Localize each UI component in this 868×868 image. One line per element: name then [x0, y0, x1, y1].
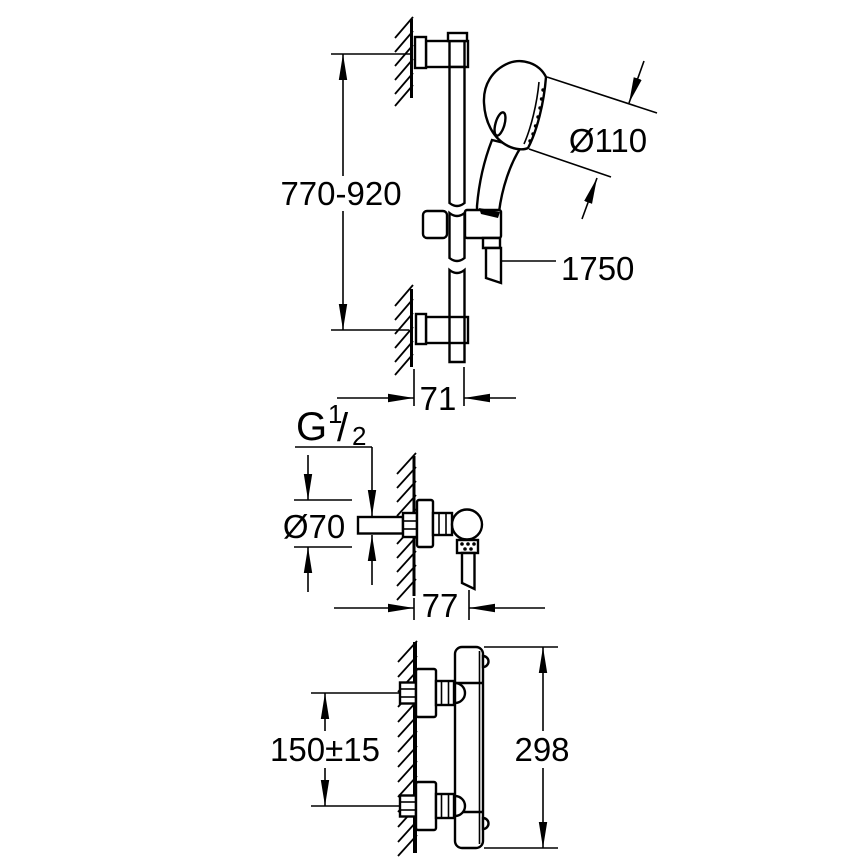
knurl-dot: [460, 542, 464, 546]
nozzle-dot: [541, 88, 545, 92]
dimension-rail-offset: 71: [337, 367, 516, 417]
shower-rail-set-figure: 770-920 Ø110 1750 71: [280, 16, 658, 417]
dimension-arrow: [628, 60, 645, 104]
dimension-arrow: [581, 177, 598, 220]
slider-knob: [421, 209, 449, 240]
nozzle-dot: [539, 97, 544, 101]
rail-top-cap: [446, 31, 469, 43]
spray-face-inner-line: [523, 81, 540, 145]
top-bracket-flange: [413, 35, 428, 70]
hose-collar: [481, 236, 502, 250]
thread-label-sub: 2: [352, 421, 366, 451]
nozzle-dot: [531, 132, 535, 136]
hand-shower-head: [482, 59, 548, 151]
nozzle-dot: [536, 115, 540, 119]
knurl-dot: [472, 542, 476, 546]
rail-upper: [448, 65, 466, 208]
rail-middle: [448, 210, 466, 263]
wall-stub: [398, 681, 418, 705]
handle-button-top: [481, 654, 490, 669]
spray-mode-lever: [493, 111, 507, 137]
ball-joint: [450, 508, 484, 541]
supply-stub: [356, 515, 405, 535]
thread-label-g: G: [296, 405, 327, 449]
top-bracket-arm: [424, 39, 470, 69]
dim-label-outlet-offset: 77: [422, 587, 459, 624]
extension-line: [546, 76, 658, 114]
check-valve-dome: [453, 681, 467, 705]
dim-label-hose-length: 1750: [561, 250, 634, 287]
thread-label-slash: /: [337, 406, 349, 450]
hose-end: [484, 246, 503, 285]
knurl-dots: [460, 542, 476, 551]
wall-union-figure: G 1 / 2 Ø70 77: [283, 399, 545, 624]
stub-hex-collar: [401, 511, 419, 539]
leader-hose-length: 1750: [502, 250, 634, 287]
union-body: [431, 511, 454, 537]
handle-socket-joint: [479, 208, 500, 218]
dim-label-rail-height: 770-920: [280, 175, 401, 212]
union-top: [398, 667, 467, 719]
union-bottom: [398, 780, 467, 832]
union-escutcheon: [414, 780, 438, 832]
knurl-dot: [469, 547, 473, 551]
extension-line: [528, 148, 612, 178]
union-escutcheon: [414, 667, 438, 719]
dim-label-head-diameter: Ø110: [569, 122, 647, 159]
hatch-stroke: [394, 284, 414, 307]
check-valve-dome: [453, 794, 467, 818]
outlet-tube: [460, 551, 476, 591]
dim-label-escutcheon-diameter: Ø70: [283, 508, 345, 545]
thermostat-mixer-figure: 150±15 298: [270, 640, 570, 857]
dimension-outlet-offset: 77: [334, 587, 545, 624]
nozzle-dot: [538, 106, 542, 110]
spray-nozzle-dots: [528, 88, 545, 143]
nozzle-dot: [528, 139, 532, 143]
thread-label-sup: 1: [328, 399, 342, 429]
knurl-dot: [463, 547, 467, 551]
knurled-hose-nut: [455, 538, 480, 555]
bottom-bracket-flange: [414, 312, 428, 346]
union-escutcheon: [415, 498, 435, 549]
dim-label-overall-height: 298: [514, 731, 569, 768]
union-nut: [434, 679, 456, 707]
dimension-rail-height: 770-920: [280, 53, 410, 331]
dimension-overall-height: 298: [484, 646, 570, 849]
dimension-head-diameter: Ø110: [528, 60, 658, 220]
wall-stub: [398, 794, 418, 818]
dimension-escutcheon-diameter: Ø70: [283, 455, 352, 592]
dim-label-rail-offset: 71: [420, 380, 457, 417]
knurl-dot: [466, 542, 470, 546]
bottom-bracket-arm: [424, 315, 470, 345]
thread-callout: G 1 / 2: [295, 399, 377, 585]
nozzle-dot: [533, 124, 538, 128]
dimension-connection-spacing: 150±15: [270, 692, 400, 807]
dim-label-connection-spacing: 150±15: [270, 731, 380, 768]
union-nut: [434, 792, 456, 820]
hand-shower-handle: [475, 138, 523, 214]
handle-button-bottom: [481, 816, 490, 831]
